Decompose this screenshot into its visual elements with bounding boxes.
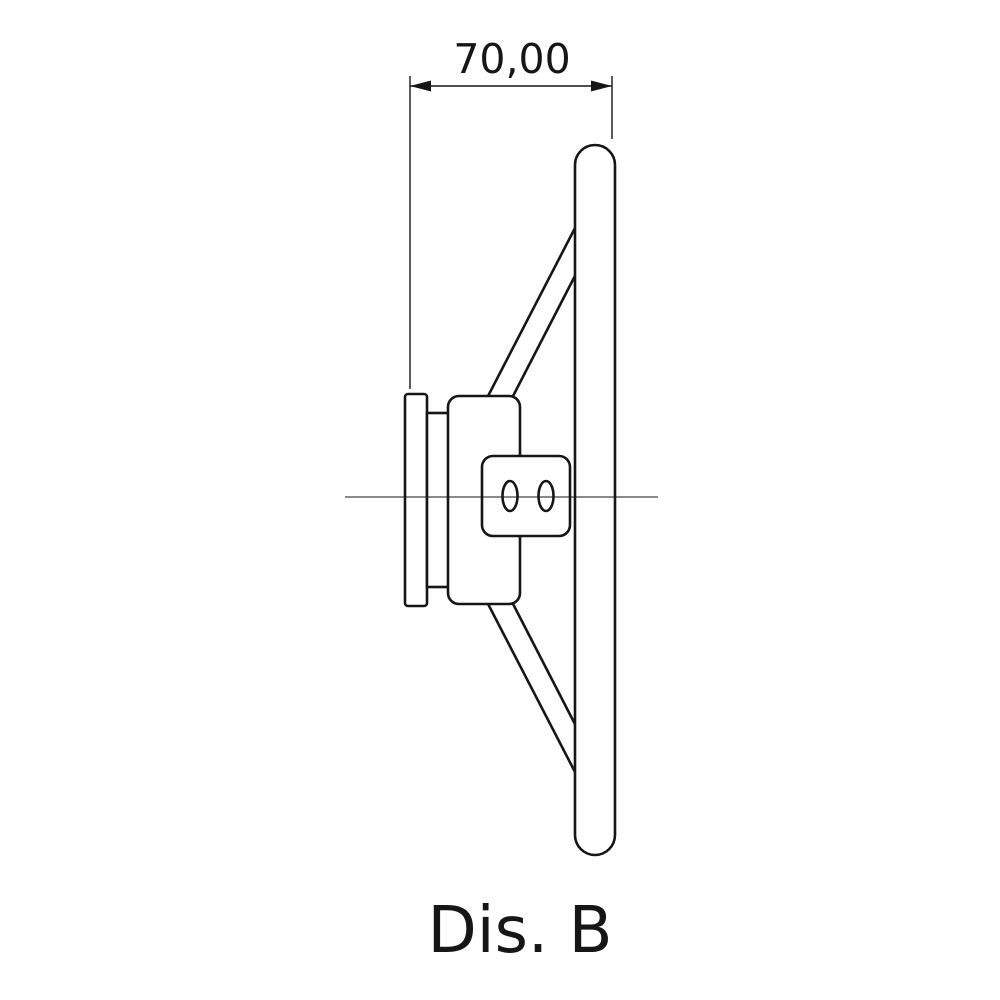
drawing-caption: Dis. B xyxy=(428,894,613,968)
part-outline xyxy=(403,143,617,857)
spoke-top-outer-line xyxy=(484,226,577,402)
slot-left xyxy=(501,479,519,513)
spoke-bottom-inner-line xyxy=(509,598,580,732)
dimension-arrow-right xyxy=(591,80,612,92)
spoke-bottom-outer-line xyxy=(484,598,577,774)
spoke-top-inner-line xyxy=(509,268,580,402)
slot-right xyxy=(537,479,555,513)
dimension-value: 70,00 xyxy=(453,35,570,83)
mounting-plate xyxy=(480,454,572,538)
dimension-arrow-left xyxy=(410,80,431,92)
wheel-rim-profile xyxy=(573,143,617,857)
hub-flange xyxy=(403,392,429,608)
dimension-annotation xyxy=(409,76,613,389)
